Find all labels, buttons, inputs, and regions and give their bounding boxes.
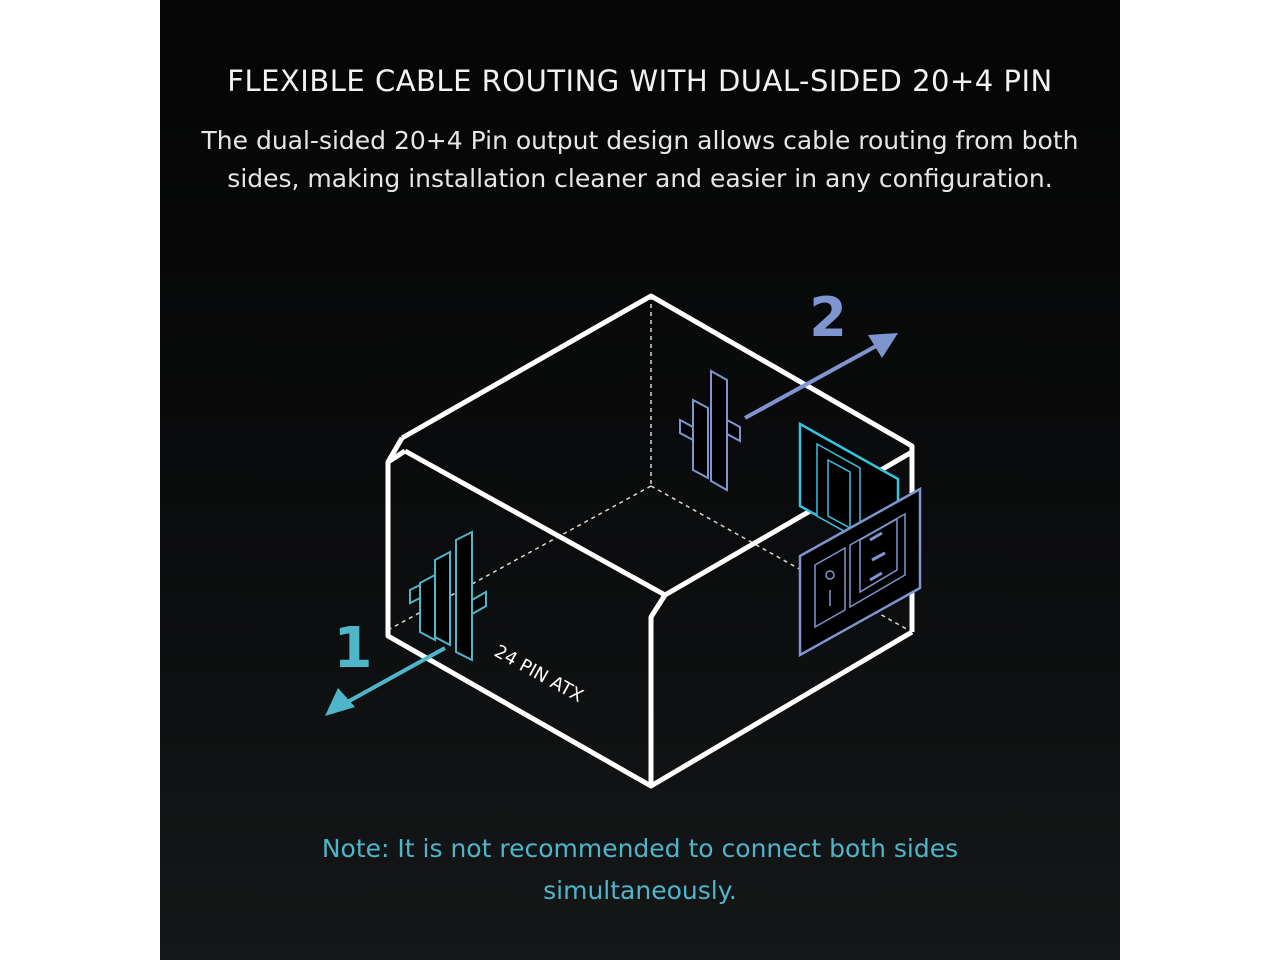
ac-inlet-icon [798,421,900,563]
24-pin-connector-icon [409,530,487,662]
24-pin-connector-icon [679,369,741,492]
product-feature-panel: FLEXIBLE CABLE ROUTING WITH DUAL-SIDED 2… [160,0,1120,960]
feature-title: FLEXIBLE CABLE ROUTING WITH DUAL-SIDED 2… [227,64,1053,98]
side-1-number: 1 [334,616,373,681]
power-switch-icon [798,486,922,658]
warning-note: Note: It is not recommended to connect b… [321,834,959,905]
connector-label: 24 PIN ATX [491,641,587,707]
arrow-down-left-icon [325,646,446,716]
feature-description: The dual-sided 20+4 Pin output design al… [201,126,1079,193]
psu-isometric-diagram: 1 2 24 PIN ATX [325,286,922,789]
side-2-number: 2 [809,286,847,349]
arrow-up-right-icon [744,333,898,420]
